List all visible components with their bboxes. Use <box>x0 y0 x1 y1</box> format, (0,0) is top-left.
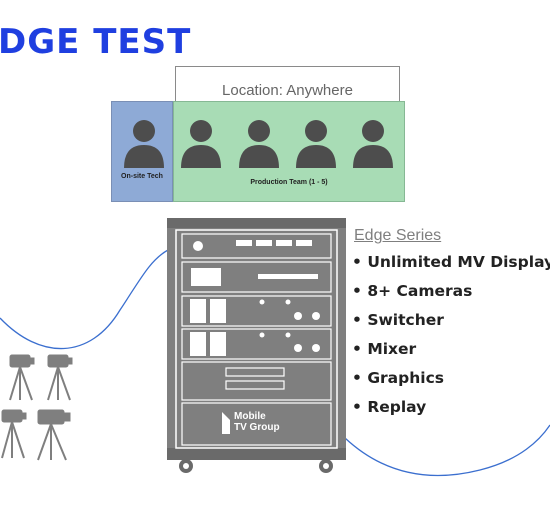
person-icon <box>296 120 336 168</box>
feature-item: • Mixer <box>352 340 417 358</box>
page-title: DGE TEST <box>0 22 192 62</box>
feature-item: • Replay <box>352 398 427 416</box>
feature-item: • Switcher <box>352 311 444 329</box>
person-icon <box>353 120 393 168</box>
camera-tripod-icon <box>47 354 73 401</box>
equipment-rack-icon <box>167 218 346 473</box>
camera-tripod-icon <box>1 409 27 459</box>
feature-list: • Unlimited MV Displays • 8+ Cameras • S… <box>352 248 550 422</box>
edge-series-heading: Edge Series <box>354 227 442 244</box>
person-icon <box>124 120 164 168</box>
onsite-tech-box <box>111 101 173 202</box>
location-box <box>175 66 400 104</box>
feature-item: • Graphics <box>352 369 444 387</box>
onsite-tech-label: On-site Tech <box>121 173 163 180</box>
production-team-label: Production Team (1 - 5) <box>250 179 328 186</box>
person-icon <box>239 120 279 168</box>
mobile-tv-group-logo <box>222 412 230 434</box>
right-cable <box>344 424 550 477</box>
person-icon <box>181 120 221 168</box>
camera-tripod-icon <box>37 409 71 461</box>
left-cable <box>0 249 169 350</box>
camera-tripod-icon <box>9 354 35 401</box>
feature-item: • Unlimited MV Displays <box>352 253 550 271</box>
location-label: Location: Anywhere <box>222 82 353 99</box>
feature-item: • 8+ Cameras <box>352 282 473 300</box>
